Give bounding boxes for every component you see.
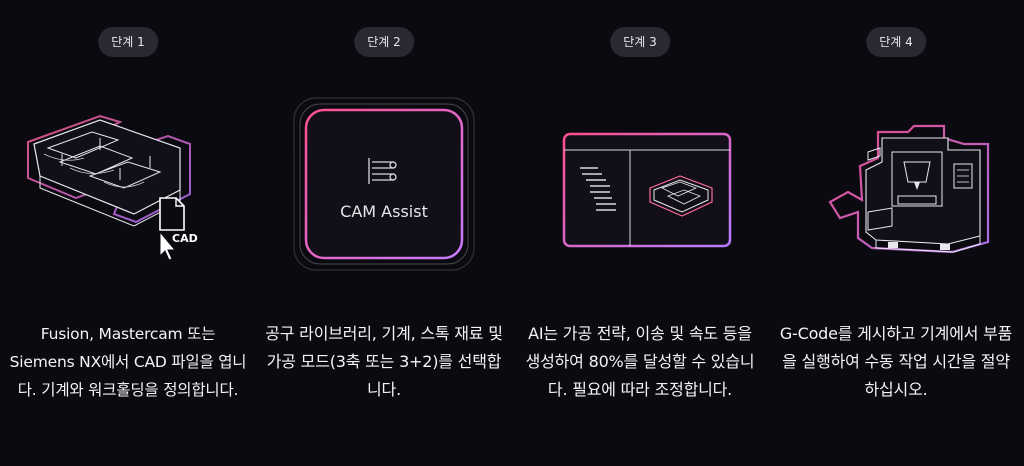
cad-label: CAD bbox=[172, 232, 198, 245]
step-2: 단계 2 CAM As bbox=[256, 0, 512, 466]
step-badge: 단계 1 bbox=[98, 27, 158, 57]
cad-part-icon: CAD bbox=[0, 92, 256, 277]
step-2-description: 공구 라이브러리, 기계, 스톡 재료 및 가공 모드(3축 또는 3+2)를 … bbox=[265, 324, 503, 399]
step-4-description: G-Code를 게시하고 기계에서 부품을 실행하여 수동 작업 시간을 절약하… bbox=[779, 324, 1013, 399]
step-3: 단계 3 bbox=[512, 0, 768, 466]
step-badge: 단계 4 bbox=[866, 27, 926, 57]
step-4: 단계 4 bbox=[768, 0, 1024, 466]
ai-toolpath-window-icon bbox=[512, 92, 768, 277]
step-badge: 단계 2 bbox=[354, 27, 414, 57]
cnc-machine-icon bbox=[768, 92, 1024, 277]
step-1: 단계 1 bbox=[0, 0, 256, 466]
cam-assist-label: CAM Assist bbox=[340, 202, 428, 221]
step-badge: 단계 3 bbox=[610, 27, 670, 57]
cam-assist-icon: CAM Assist bbox=[256, 92, 512, 277]
step-1-description: Fusion, Mastercam 또는 Siemens NX에서 CAD 파일… bbox=[9, 325, 247, 399]
step-3-description: AI는 가공 전략, 이송 및 속도 등을 생성하여 80%를 달성할 수 있습… bbox=[525, 324, 755, 399]
